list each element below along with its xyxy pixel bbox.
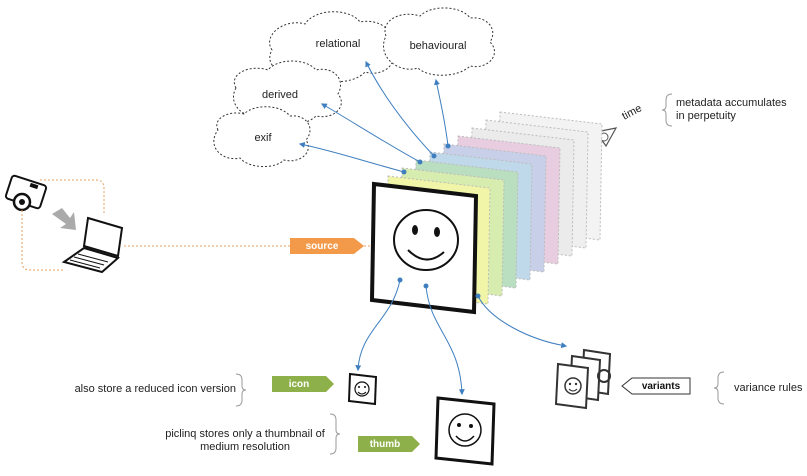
main-image-frame: [369, 181, 479, 315]
output-connectors: [355, 279, 568, 396]
variants-tag: variants: [641, 380, 681, 392]
icon-tag: icon: [288, 378, 310, 390]
laptop-icon: [61, 216, 124, 274]
transfer-arrow-icon: [52, 208, 76, 230]
cloud-label-derived: derived: [261, 89, 299, 101]
icon-note: also store a reduced icon version: [74, 383, 236, 395]
variants-images: [554, 348, 612, 410]
braces: [235, 93, 725, 455]
cloud-behavioural: [383, 7, 495, 76]
cloud-label-behavioural: behavioural: [409, 40, 467, 52]
thumb-note: piclinq stores only a thumbnail of mediu…: [165, 428, 325, 453]
metadata-note: metadata accumulates in perpetuity: [676, 97, 787, 122]
layer-connector-dots: [401, 143, 451, 175]
cloud-label-relational: relational: [315, 38, 361, 50]
icon-version-image: [347, 372, 378, 406]
variants-note: variance rules: [734, 382, 803, 394]
cloud-label-exif: exif: [254, 132, 272, 144]
camera-icon: [4, 174, 48, 212]
variants-tag-shape: [621, 377, 691, 395]
thumb-version-image: [434, 396, 496, 466]
source-dashed-lines: [21, 179, 372, 271]
thumb-tag: thumb: [369, 438, 401, 450]
output-connector-dots: [397, 277, 481, 299]
cloud-exif: [213, 106, 311, 167]
source-tag: source: [305, 240, 339, 252]
tag-shapes: [272, 238, 420, 452]
layer-connectors: [298, 60, 449, 173]
